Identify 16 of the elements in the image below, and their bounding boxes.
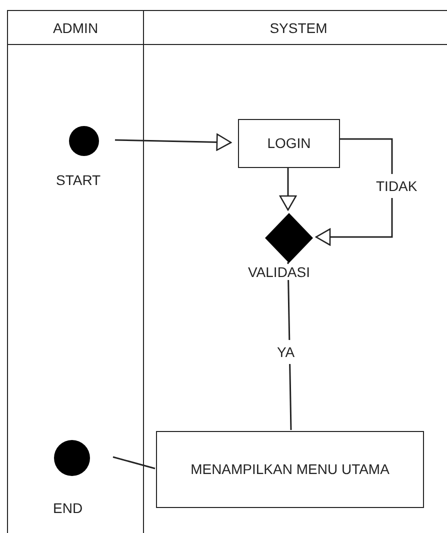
lane-header: SYSTEM: [144, 11, 447, 45]
edge-label: TIDAK: [375, 174, 418, 198]
node-caption: VALIDASI: [247, 264, 311, 280]
flow-arrow: [114, 134, 232, 151]
decision-diamond: [265, 213, 313, 263]
terminal-node: [69, 126, 99, 156]
lane-header: ADMIN: [8, 11, 143, 45]
activity-box: LOGIN: [238, 119, 340, 168]
swimlane: [143, 10, 447, 533]
flow-arrow: [315, 138, 393, 246]
node-caption: START: [55, 172, 102, 188]
flow-arrow: [279, 167, 297, 211]
node-caption: END: [52, 500, 84, 516]
edge-label: YA: [276, 340, 296, 364]
terminal-node: [54, 440, 90, 476]
activity-box: MENAMPILKAN MENU UTAMA: [156, 431, 424, 508]
